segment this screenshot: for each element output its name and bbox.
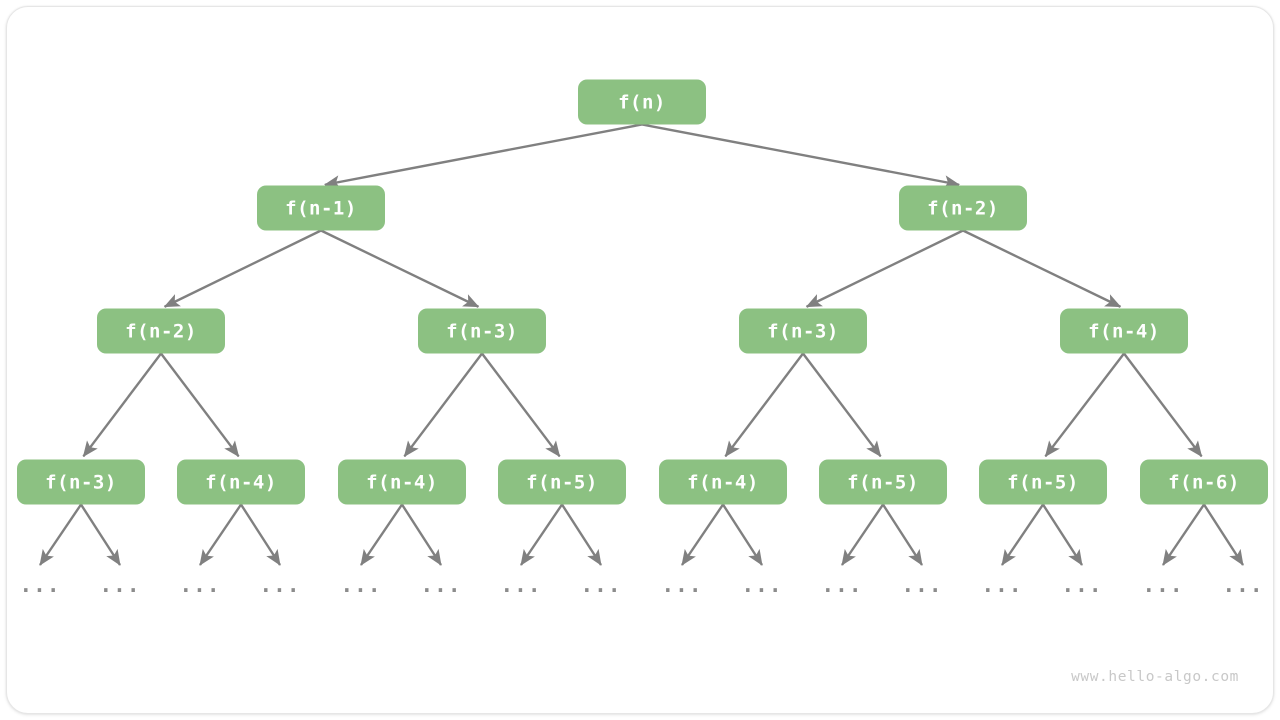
- tree-node-box: [1140, 459, 1268, 505]
- tree-node[interactable]: f(n-2): [899, 185, 1027, 231]
- tree-node-box: [418, 308, 546, 354]
- tree-node[interactable]: f(n-3): [17, 459, 145, 505]
- ellipsis-marker: ...: [742, 573, 783, 597]
- ellipsis-marker: ...: [260, 573, 301, 597]
- ellipsis-marker: ...: [100, 573, 141, 597]
- leaf-stub-edge: [1001, 503, 1044, 566]
- tree-node[interactable]: f(n-5): [979, 459, 1107, 505]
- ellipsis-marker: ...: [341, 573, 382, 597]
- tree-node-label: f(n-3): [767, 321, 839, 343]
- ellipsis-marker: ...: [982, 573, 1023, 597]
- leaf-stub-edge: [1041, 503, 1084, 566]
- tree-edge: [323, 123, 643, 189]
- tree-node-box: [498, 459, 626, 505]
- tree-node-label: f(n-2): [927, 198, 999, 220]
- tree-node-box: [17, 459, 145, 505]
- tree-edge: [82, 352, 162, 458]
- tree-node[interactable]: f(n-3): [739, 308, 867, 354]
- tree-node-box: [899, 185, 1027, 231]
- ellipsis-marker: ...: [1223, 573, 1264, 597]
- ellipsis-marker: ...: [1143, 573, 1184, 597]
- leaf-stub-edges-layer: [39, 503, 1245, 566]
- tree-node-box: [1060, 308, 1188, 354]
- tree-node-box: [97, 308, 225, 354]
- ellipsis-marker: ...: [20, 573, 61, 597]
- tree-node[interactable]: f(n-4): [177, 459, 305, 505]
- ellipsis-marker: ...: [822, 573, 863, 597]
- ellipsis-marker: ...: [421, 573, 462, 597]
- tree-node[interactable]: f(n-5): [498, 459, 626, 505]
- tree-edge: [641, 123, 961, 189]
- tree-node[interactable]: f(n-4): [659, 459, 787, 505]
- tree-node-box: [739, 308, 867, 354]
- leaf-stub-edge: [360, 503, 403, 566]
- tree-node-label: f(n-5): [1007, 472, 1079, 494]
- ellipsis-marker: ...: [180, 573, 221, 597]
- leaf-stub-edge: [520, 503, 563, 566]
- ellipsis-marker: ...: [902, 573, 943, 597]
- tree-node-label: f(n-3): [45, 472, 117, 494]
- leaf-stub-edge: [400, 503, 443, 566]
- leaf-stub-edge: [239, 503, 282, 566]
- tree-edge: [320, 229, 480, 308]
- tree-node-label: f(n-5): [526, 472, 598, 494]
- leaf-stub-edge: [39, 503, 82, 566]
- leaf-stub-edge: [681, 503, 724, 566]
- tree-node-box: [659, 459, 787, 505]
- tree-node[interactable]: f(n-2): [97, 308, 225, 354]
- leaf-stub-edge: [199, 503, 242, 566]
- tree-node-label: f(n-4): [1088, 321, 1160, 343]
- tree-node-label: f(n-4): [366, 472, 438, 494]
- tree-node-box: [177, 459, 305, 505]
- leaf-stub-edge: [721, 503, 764, 566]
- tree-node-label: f(n-6): [1168, 472, 1240, 494]
- ellipsis-marker: ...: [662, 573, 703, 597]
- tree-node-label: f(n): [618, 92, 666, 114]
- leaf-stub-edge: [841, 503, 884, 566]
- tree-node-label: f(n-3): [446, 321, 518, 343]
- ellipsis-marker: ...: [1062, 573, 1103, 597]
- tree-node-label: f(n-5): [847, 472, 919, 494]
- nodes-layer: f(n) f(n-1) f(n-2) f(n-2) f(n-3) f(n-3) f(n-4)…: [17, 79, 1268, 505]
- tree-node-box: [578, 79, 706, 125]
- tree-node-label: f(n-4): [205, 472, 277, 494]
- tree-node[interactable]: f(n-3): [418, 308, 546, 354]
- tree-node[interactable]: f(n-1): [257, 185, 385, 231]
- recursion-tree-svg: f(n) f(n-1) f(n-2) f(n-2) f(n-3) f(n-3) f(n-4)…: [17, 79, 1268, 597]
- tree-edge: [805, 229, 964, 308]
- tree-edge: [724, 352, 804, 458]
- leaf-stub-edge: [79, 503, 122, 566]
- tree-edge: [403, 352, 483, 458]
- ellipsis-marker: ...: [501, 573, 542, 597]
- tree-node-box: [338, 459, 466, 505]
- leaf-stub-edge: [881, 503, 924, 566]
- ellipsis-marker: ...: [581, 573, 622, 597]
- tree-edge: [160, 352, 240, 458]
- tree-node[interactable]: f(n): [578, 79, 706, 125]
- ellipsis-layer: ........................................…: [20, 573, 1264, 597]
- leaf-stub-edge: [1202, 503, 1245, 566]
- tree-edge: [802, 352, 882, 458]
- tree-edge: [163, 229, 322, 308]
- tree-node-label: f(n-2): [125, 321, 197, 343]
- tree-edge: [481, 352, 561, 458]
- tree-edge: [1123, 352, 1203, 458]
- tree-node[interactable]: f(n-5): [819, 459, 947, 505]
- tree-node[interactable]: f(n-6): [1140, 459, 1268, 505]
- leaf-stub-edge: [1162, 503, 1205, 566]
- tree-node-box: [819, 459, 947, 505]
- leaf-stub-edge: [560, 503, 603, 566]
- edges-layer: [82, 123, 1203, 458]
- watermark: www.hello-algo.com: [1071, 669, 1239, 685]
- tree-node-box: [257, 185, 385, 231]
- tree-node[interactable]: f(n-4): [1060, 308, 1188, 354]
- tree-node-box: [979, 459, 1107, 505]
- tree-node-label: f(n-1): [285, 198, 357, 220]
- tree-node[interactable]: f(n-4): [338, 459, 466, 505]
- diagram-card: f(n) f(n-1) f(n-2) f(n-2) f(n-3) f(n-3) f(n-4)…: [6, 6, 1274, 714]
- tree-edge: [962, 229, 1122, 308]
- tree-edge: [1044, 352, 1125, 458]
- tree-node-label: f(n-4): [687, 472, 759, 494]
